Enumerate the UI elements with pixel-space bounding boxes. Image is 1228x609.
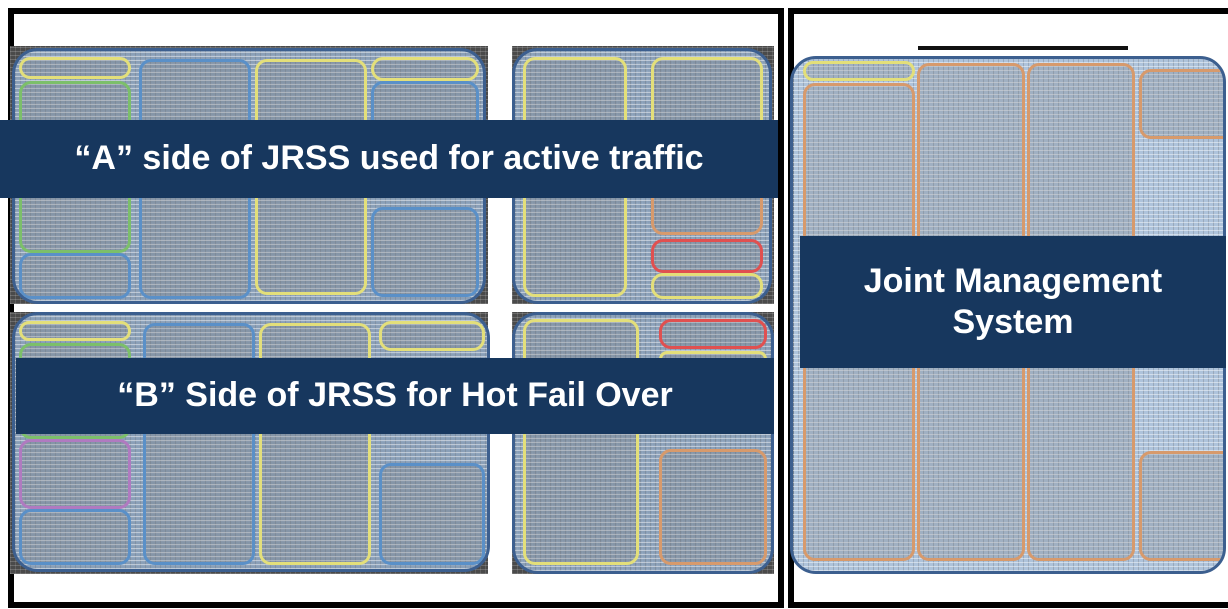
rack-top-strip	[918, 46, 1128, 50]
rack-outline	[379, 321, 485, 351]
jms-banner-line1: Joint Management	[863, 261, 1163, 300]
rack-outline	[1139, 69, 1223, 139]
rack-outline	[651, 239, 763, 273]
rack-outline	[659, 319, 767, 349]
b-side-right-panel	[512, 312, 774, 574]
rack-outline	[659, 449, 767, 565]
rack-outline	[19, 253, 131, 299]
rack-outline	[19, 439, 131, 509]
jms-banner-line2: System	[952, 303, 1074, 341]
jms-banner: Joint Management System	[800, 236, 1226, 368]
rack-outline	[523, 319, 639, 565]
rack-outline	[371, 57, 479, 81]
rack-outline	[1139, 451, 1223, 561]
rack-outline	[19, 57, 131, 79]
rack-outline	[371, 207, 479, 297]
b-side-left-panel	[12, 312, 490, 572]
rack-outline	[19, 509, 131, 565]
b-side-banner: “B” Side of JRSS for Hot Fail Over	[16, 358, 774, 434]
a-side-banner: “A” side of JRSS used for active traffic	[0, 120, 778, 198]
rack-outline	[803, 61, 915, 81]
rack-outline	[379, 463, 485, 565]
rack-outline	[19, 321, 131, 341]
rack-outline	[651, 273, 763, 299]
